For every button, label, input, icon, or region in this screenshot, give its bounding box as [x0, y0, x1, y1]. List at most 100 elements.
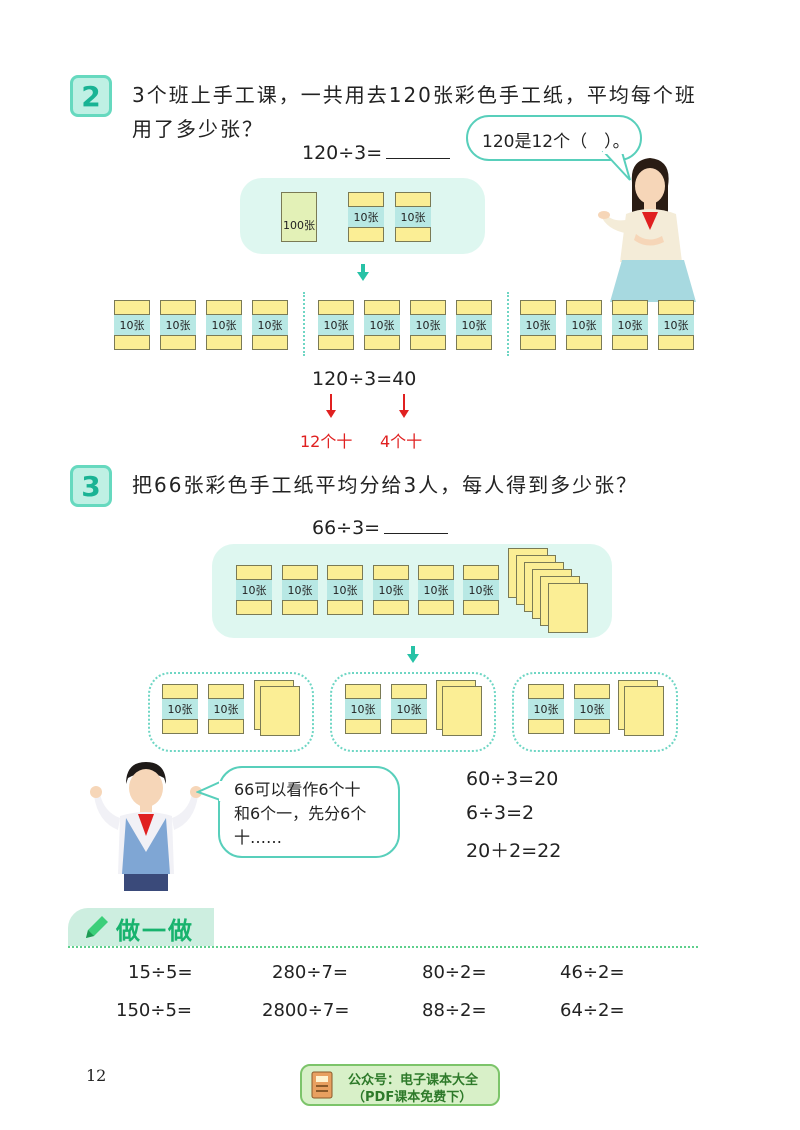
answer-blank: [386, 140, 451, 159]
red-arrow-head-icon: [399, 410, 409, 418]
group-divider: [507, 292, 509, 356]
share-group: [148, 672, 314, 752]
bubble-tail: [196, 780, 222, 802]
paper-stack-10: 10张: [612, 300, 648, 350]
problem-number-badge: 3: [70, 465, 112, 507]
paper-stack-10: 10张: [520, 300, 556, 350]
paper-stack-10: 10张: [206, 300, 242, 350]
paper-stack-10: 10张: [282, 565, 318, 615]
down-arrow-stem: [411, 646, 415, 654]
practice-item: 64÷2=: [560, 1000, 625, 1021]
girl-speech-bubble: 120是12个（ ）。: [466, 115, 642, 161]
paper-stack-10: 10张: [364, 300, 400, 350]
stack-label: 10张: [348, 206, 384, 228]
stack-label: 10张: [160, 314, 196, 336]
problem-2-text-line1: 3个班上手工课，一共用去120张彩色手工纸，平均每个班: [132, 83, 697, 107]
practice-item: 150÷5=: [116, 1000, 192, 1021]
girl-bubble-text: 120是12个（ ）。: [482, 132, 630, 152]
stack-label: 10张: [208, 698, 244, 720]
calc-step-3: 20＋2=22: [466, 840, 562, 862]
paper-stack-10: 10张: [395, 192, 431, 242]
problem-number-badge: 2: [70, 75, 112, 117]
stack-label: 10张: [566, 314, 602, 336]
stack-label: 10张: [574, 698, 610, 720]
stack-label: 10张: [528, 698, 564, 720]
practice-item: 15÷5=: [128, 962, 193, 983]
paper-stack-10: 10张: [345, 684, 381, 734]
calc-step-1: 60÷3=20: [466, 768, 559, 790]
paper-stack-10: 10张: [456, 300, 492, 350]
stack-label: 10张: [658, 314, 694, 336]
boy-illustration: [90, 762, 202, 891]
boy-bubble-line: 和6个一，先分6个: [234, 804, 367, 823]
stack-label: 10张: [364, 314, 400, 336]
problem-2-text-line2: 用了多少张？: [132, 117, 264, 141]
calc-step-2: 6÷3=2: [466, 802, 535, 824]
problem-2-result: 120÷3=40: [312, 368, 417, 390]
paper-stack-10: 10张: [114, 300, 150, 350]
stack-label: 10张: [418, 579, 454, 601]
practice-item: 46÷2=: [560, 962, 625, 983]
pencil-icon: [86, 916, 108, 938]
loose-sheet: [548, 583, 588, 633]
paper-stack-10: 10张: [373, 565, 409, 615]
paper-stack-10: 10张: [410, 300, 446, 350]
paper-stack-10: 10张: [391, 684, 427, 734]
annotation-4-tens: 4个十: [380, 432, 423, 451]
answer-blank: [384, 515, 449, 534]
group-divider: [303, 292, 305, 356]
problem-3-text: 把66张彩色手工纸平均分给3人，每人得到多少张？: [132, 473, 639, 497]
stack-label: 10张: [395, 206, 431, 228]
practice-title: 做一做: [116, 917, 194, 945]
stack-label: 10张: [206, 314, 242, 336]
paper-stack-10: 10张: [528, 684, 564, 734]
stack-label: 10张: [612, 314, 648, 336]
problem-3-equation: 66÷3=: [312, 515, 449, 539]
paper-stack-10: 10张: [566, 300, 602, 350]
stack-label: 10张: [463, 579, 499, 601]
boy-bubble-line: 66可以看作6个十: [234, 780, 361, 799]
paper-stack-10: 10张: [418, 565, 454, 615]
red-arrow-line: [330, 394, 332, 410]
stack-label: 10张: [318, 314, 354, 336]
annotation-12-tens: 12个十: [300, 432, 353, 451]
girl-illustration: [598, 158, 696, 302]
paper-stack-10: 10张: [574, 684, 610, 734]
paper-stack-10: 10张: [318, 300, 354, 350]
paper-stack-10: 10张: [348, 192, 384, 242]
book-logo-icon: [311, 1071, 333, 1099]
watermark-line1: 公众号：电子课本大全: [348, 1073, 479, 1088]
stack-label: 10张: [162, 698, 198, 720]
paper-stack-10: 10张: [208, 684, 244, 734]
practice-divider: [68, 946, 698, 948]
loose-sheet: [442, 686, 482, 736]
stack-label: 100张: [283, 219, 315, 232]
page-number: 12: [86, 1066, 107, 1085]
bubble-tail: [601, 150, 631, 181]
down-arrow-icon: [357, 272, 369, 281]
stack-label: 10张: [345, 698, 381, 720]
paper-stack-10: 10张: [463, 565, 499, 615]
paper-stack-100: 100张: [281, 192, 317, 242]
stack-label: 10张: [236, 579, 272, 601]
loose-sheet: [260, 686, 300, 736]
down-arrow-icon: [407, 654, 419, 663]
boy-bubble-text: 66可以看作6个十 和6个一，先分6个 十……: [234, 778, 366, 850]
paper-stack-10: 10张: [327, 565, 363, 615]
paper-stack-10: 10张: [252, 300, 288, 350]
loose-sheet: [624, 686, 664, 736]
stack-label: 10张: [520, 314, 556, 336]
share-group: [330, 672, 496, 752]
stack-label: 10张: [252, 314, 288, 336]
practice-item: 88÷2=: [422, 1000, 487, 1021]
watermark-badge: 公众号：电子课本大全 （PDF课本免费下）: [300, 1064, 500, 1106]
problem-2-equation: 120÷3=: [302, 140, 451, 164]
paper-stack-10: 10张: [160, 300, 196, 350]
stack-label: 10张: [391, 698, 427, 720]
stack-label: 10张: [327, 579, 363, 601]
stack-label: 10张: [456, 314, 492, 336]
stack-label: 10张: [114, 314, 150, 336]
red-arrow-head-icon: [326, 410, 336, 418]
paper-stack-10: 10张: [162, 684, 198, 734]
practice-item: 280÷7=: [272, 962, 348, 983]
